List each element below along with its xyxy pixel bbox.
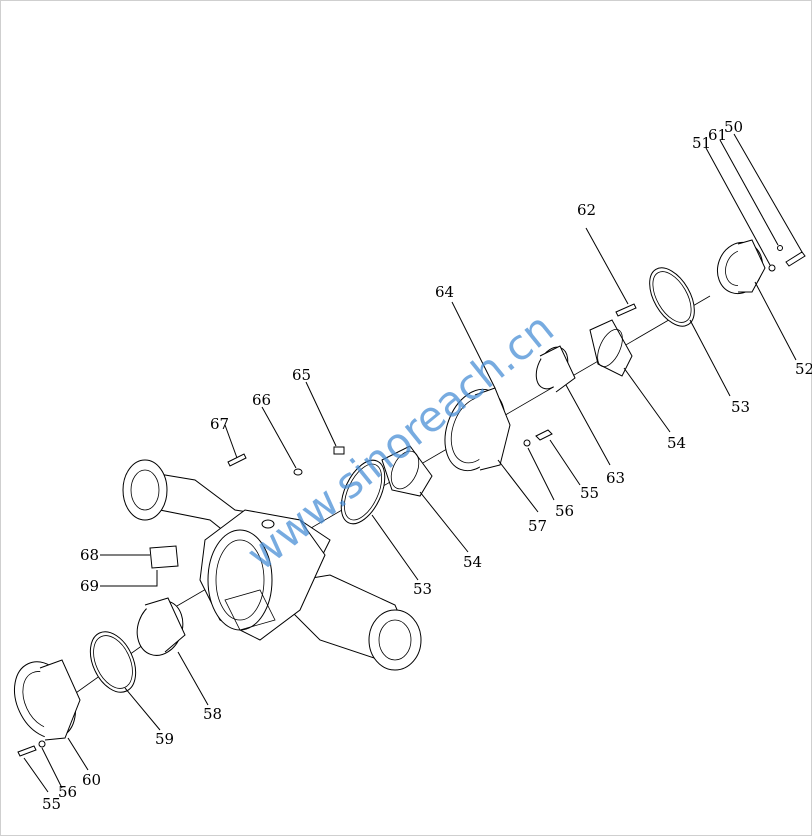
part-60-hub — [14, 659, 89, 771]
label-55-right: 55 — [580, 484, 599, 502]
label-53-right: 53 — [731, 398, 750, 416]
label-50: 50 — [724, 118, 743, 136]
part-52-end-cap — [716, 239, 797, 361]
part-53-seal-ring-right — [649, 267, 731, 397]
part-51-washer — [705, 147, 776, 272]
label-65: 65 — [292, 366, 311, 384]
label-62: 62 — [577, 201, 596, 219]
label-57: 57 — [528, 517, 547, 535]
part-56-washer-left — [38, 740, 63, 789]
label-66: 66 — [252, 391, 271, 409]
part-55-bolt-right — [535, 429, 581, 486]
label-59: 59 — [155, 730, 174, 748]
label-64: 64 — [435, 283, 454, 301]
part-67-pin — [224, 424, 247, 467]
label-61: 61 — [708, 126, 727, 144]
label-53-middle: 53 — [413, 580, 432, 598]
label-63: 63 — [606, 469, 625, 487]
part-65-plug — [305, 381, 345, 455]
part-56-washer-right — [523, 439, 555, 501]
label-58: 58 — [203, 705, 222, 723]
part-69-leader — [100, 570, 158, 587]
label-55-left: 55 — [42, 795, 61, 813]
part-68-block — [100, 545, 179, 569]
label-52: 52 — [795, 360, 812, 378]
part-62-pin — [585, 227, 637, 317]
label-51: 51 — [692, 134, 711, 152]
part-61-washer — [719, 139, 783, 251]
part-50-bolt — [733, 133, 806, 267]
watermark: www.sinoreach.cn — [237, 303, 562, 580]
label-60: 60 — [82, 771, 101, 789]
part-57-hub — [444, 387, 539, 513]
label-56-left: 56 — [58, 783, 77, 801]
part-66-plug — [261, 406, 303, 476]
part-59-seal-ring — [89, 631, 161, 731]
label-69: 69 — [80, 577, 99, 595]
axle-housing — [122, 459, 422, 671]
part-53-seal-ring-middle — [340, 459, 419, 581]
part-54-shim-middle — [381, 445, 469, 553]
part-55-bolt-left — [17, 745, 49, 793]
part-58-bearing — [136, 597, 209, 706]
label-54-right: 54 — [667, 434, 686, 452]
label-56-right: 56 — [555, 502, 574, 520]
part-63-bearing — [535, 345, 611, 466]
label-54-middle: 54 — [463, 553, 482, 571]
part-64-leader — [451, 301, 496, 389]
label-68: 68 — [80, 546, 99, 564]
label-67: 67 — [210, 415, 229, 433]
part-54-shim-right — [589, 319, 671, 433]
